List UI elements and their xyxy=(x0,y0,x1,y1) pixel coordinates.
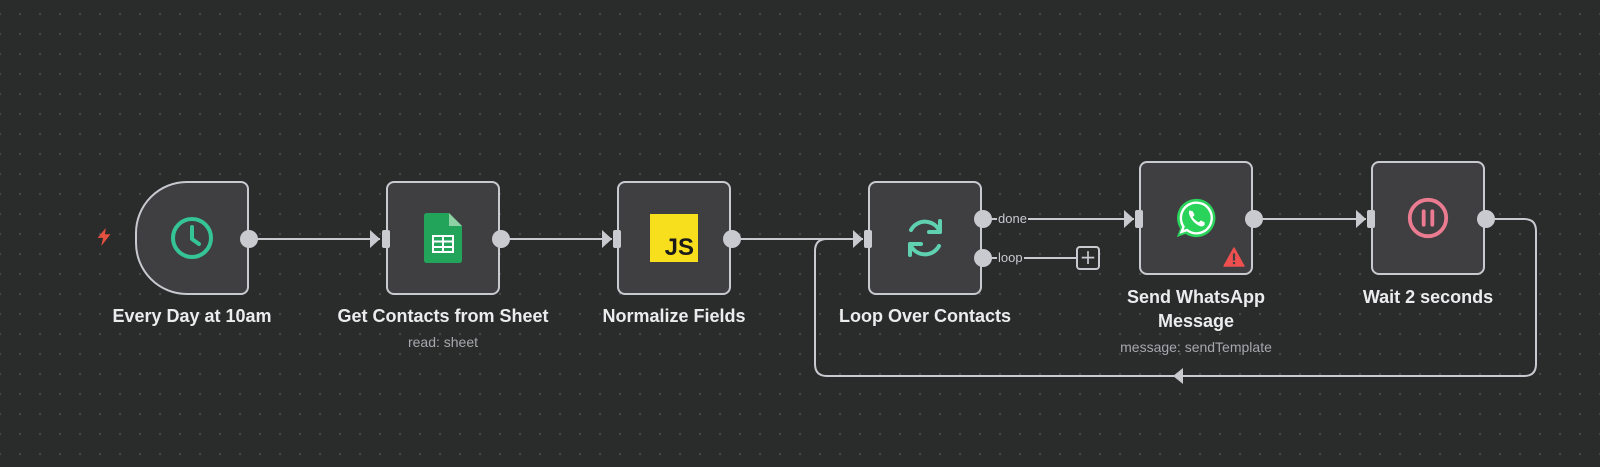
sheets-output-handle[interactable] xyxy=(492,230,510,248)
node-title: Get Contacts from Sheet xyxy=(337,306,549,326)
node-google-sheets[interactable] xyxy=(386,181,500,295)
loop-arrows-icon xyxy=(900,213,950,263)
warning-icon[interactable] xyxy=(1223,247,1245,267)
code-input-handle[interactable] xyxy=(613,230,621,248)
node-title: Normalize Fields xyxy=(602,306,746,326)
sheets-input-handle[interactable] xyxy=(382,230,390,248)
loop-done-handle[interactable] xyxy=(974,210,992,228)
node-schedule-trigger[interactable] xyxy=(135,181,249,295)
google-sheets-icon xyxy=(418,213,468,263)
node-loop-over-contacts[interactable] xyxy=(868,181,982,295)
wait-output-handle[interactable] xyxy=(1477,210,1495,228)
node-title: Every Day at 10am xyxy=(112,306,272,326)
node-send-whatsapp-message[interactable] xyxy=(1139,161,1253,275)
schedule-output-handle[interactable] xyxy=(240,230,258,248)
return-arrow xyxy=(1173,368,1183,384)
connection-arrow xyxy=(1124,210,1134,228)
node-title-line2: Message xyxy=(1157,311,1235,331)
node-title: Loop Over Contacts xyxy=(838,306,1012,326)
node-title-line1: Send WhatsApp xyxy=(1127,287,1265,307)
trigger-bolt-icon xyxy=(97,227,111,247)
loop-input-handle[interactable] xyxy=(864,230,872,248)
connection-arrow xyxy=(1356,210,1366,228)
whatsapp-input-handle[interactable] xyxy=(1135,210,1143,228)
done-label: done xyxy=(997,211,1028,226)
connection-arrow xyxy=(602,230,612,248)
node-subtitle: read: sheet xyxy=(407,334,479,350)
node-wait[interactable] xyxy=(1371,161,1485,275)
loop-label: loop xyxy=(997,250,1024,265)
add-node-button[interactable]: + xyxy=(1076,246,1100,270)
node-title: Wait 2 seconds xyxy=(1362,287,1494,307)
node-subtitle: message: sendTemplate xyxy=(1120,339,1272,355)
loop-loop-handle[interactable] xyxy=(974,249,992,267)
clock-icon xyxy=(167,213,217,263)
javascript-icon: JS xyxy=(650,214,698,262)
whatsapp-icon xyxy=(1171,193,1221,243)
pause-icon xyxy=(1403,193,1453,243)
node-normalize-fields[interactable]: JS xyxy=(617,181,731,295)
code-output-handle[interactable] xyxy=(723,230,741,248)
whatsapp-output-handle[interactable] xyxy=(1245,210,1263,228)
connection-arrow xyxy=(370,230,380,248)
javascript-icon-label: JS xyxy=(664,234,694,261)
wait-input-handle[interactable] xyxy=(1367,210,1375,228)
